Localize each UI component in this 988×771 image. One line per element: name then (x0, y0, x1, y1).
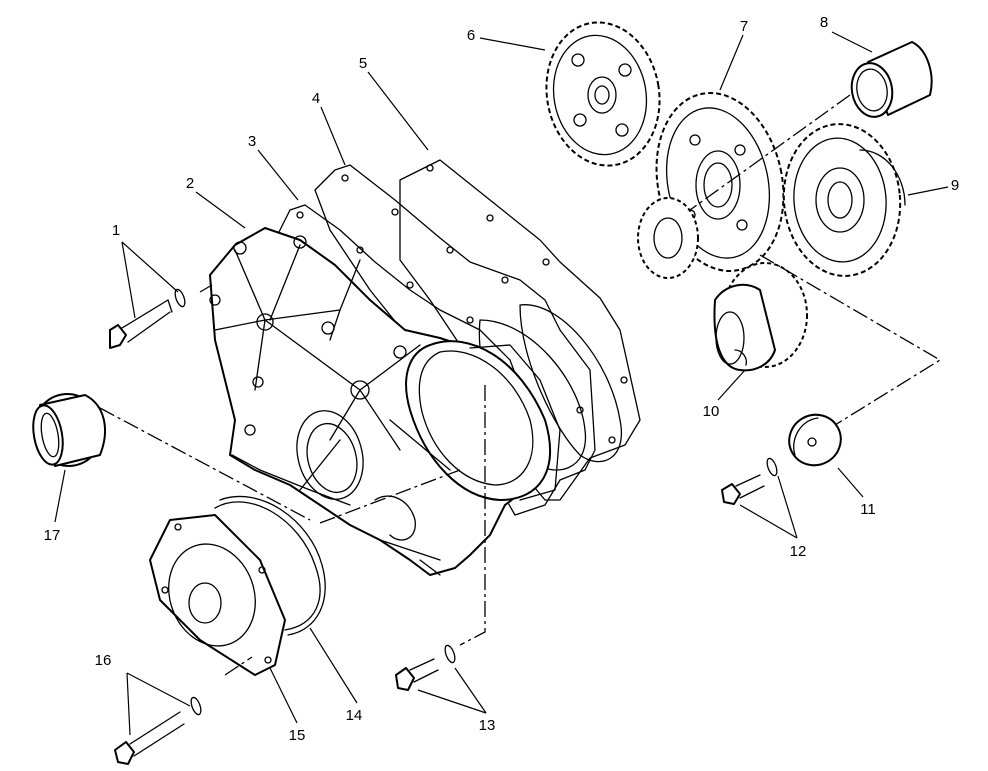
callout-10: 10 (703, 403, 720, 420)
part-9-gear (782, 123, 906, 277)
part-17-crank-seal (32, 393, 106, 467)
part-10-idler-gear (713, 262, 808, 372)
part-12-bolt-and-washer (721, 457, 778, 505)
center-lines (99, 94, 942, 676)
part-8-bushing (850, 41, 933, 118)
callout-1: 1 (112, 222, 120, 239)
callout-9: 9 (951, 177, 959, 194)
callout-13: 13 (479, 717, 496, 734)
part-2-timing-cover (209, 227, 561, 576)
callout-5: 5 (359, 55, 367, 72)
callout-8: 8 (820, 14, 828, 31)
part-16-bolt-and-washer (114, 696, 202, 765)
callout-labels: 1 2 3 4 5 6 7 8 9 10 11 12 13 14 15 16 1… (44, 14, 960, 744)
callout-16: 16 (95, 652, 112, 669)
callout-12: 12 (790, 543, 807, 560)
callout-17: 17 (44, 527, 61, 544)
part-15-cover-plate (149, 514, 286, 676)
leader-lines (54, 31, 949, 736)
part-11-thrust-washer (788, 413, 842, 467)
callout-14: 14 (346, 707, 363, 724)
callout-6: 6 (467, 27, 475, 44)
part-1-bolt-and-washer (109, 288, 186, 349)
callout-15: 15 (289, 727, 306, 744)
part-6-gear (545, 21, 661, 167)
part-4-gasket (314, 164, 596, 516)
part-7-gear (637, 92, 785, 279)
callout-7: 7 (740, 18, 748, 35)
part-14-gasket (214, 495, 326, 636)
callout-11: 11 (860, 501, 876, 518)
callout-2: 2 (186, 175, 194, 192)
part-13-bolt-and-washer (395, 644, 456, 691)
callout-4: 4 (312, 90, 320, 107)
callout-3: 3 (248, 133, 256, 150)
